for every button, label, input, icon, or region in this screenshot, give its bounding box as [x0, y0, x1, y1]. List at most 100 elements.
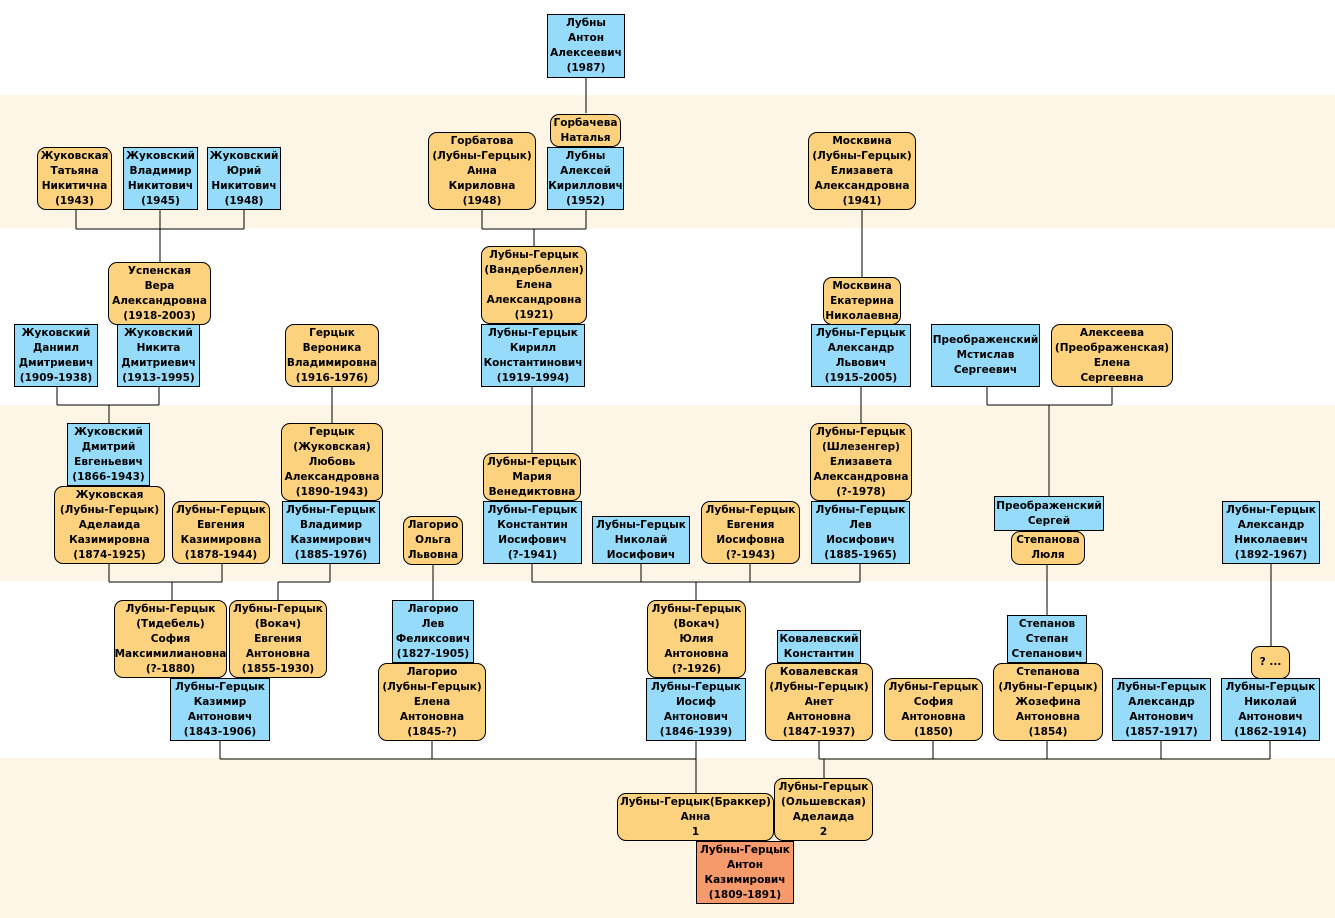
person-name-line: (1857-1917)	[1125, 725, 1198, 738]
person-name-line: Александровна	[813, 470, 909, 483]
person-name-line: Венедиктовна	[488, 485, 576, 498]
person-name-line: Казимирович	[290, 533, 372, 546]
person-name-line: Антон	[568, 32, 604, 44]
person-name-line: Анет	[804, 695, 834, 708]
person-name-line: Жуковский	[21, 326, 91, 339]
person-name-line: Лубны-Герцык	[778, 780, 869, 793]
person-name-line: Аделаида	[792, 810, 855, 823]
person-name-line: Антоновна	[1015, 710, 1081, 723]
person-name-line: Даниил	[32, 341, 80, 354]
person-name-line: Лагорио	[406, 665, 458, 678]
person-name-line: Степанова	[1016, 665, 1080, 678]
person-name-line: Лубны-Герцык	[489, 248, 579, 261]
person-name-line: Ковалевская	[779, 665, 859, 678]
person-name-line: Сергеевич	[953, 364, 1018, 376]
person-name-line: Жозефина	[1015, 695, 1081, 708]
person-name-line: Жуковская	[40, 149, 109, 162]
person-name-line: Антоновна	[664, 647, 729, 660]
person-name-line: (1913-1995)	[122, 371, 195, 384]
person-name-line: Жуковский	[126, 149, 195, 162]
person-name-line: Лубны	[566, 17, 606, 29]
person-name-line: Кирилл	[509, 341, 557, 354]
person-name-line: Жуковский	[74, 425, 143, 438]
person-name-line: Лубны-Герцык	[705, 503, 796, 516]
person-name-line: Лубны-Герцык	[816, 425, 906, 438]
person-name-line: Феликсович	[395, 632, 471, 645]
person-name-line: Татьяна	[50, 164, 99, 177]
person-name-line: ? ...	[1259, 656, 1282, 668]
person-name-line: Иосиф	[675, 695, 716, 708]
person-name-line: Иосифович	[826, 533, 895, 546]
person-name-line: Антонович	[1238, 710, 1303, 723]
person-name-line: (1890-1943)	[295, 485, 369, 498]
person-name-line: Александр	[1237, 518, 1305, 531]
person-name-line: (?-1943)	[725, 548, 776, 561]
person-name-line: Максимилиановна	[114, 647, 227, 660]
person-name-line: Мстислав	[956, 349, 1015, 361]
person-name-line: Александровна	[814, 179, 910, 192]
person-name-line: Лубны-Герцык	[651, 680, 741, 693]
person-name-line: Казимировна	[69, 533, 150, 546]
person-box[interactable]: ? ...	[1251, 646, 1290, 679]
person-name-line: Никитична	[41, 179, 108, 192]
person-name-line: (Лубны-Герцык)	[432, 149, 532, 162]
person-name-line: Антонович	[187, 710, 253, 723]
person-name-line: Алексей	[560, 164, 611, 177]
person-name-line: (Тидебель)	[136, 617, 205, 630]
person-name-line: (Лубны-Герцык)	[998, 680, 1098, 693]
person-name-line: Лагорио	[407, 602, 459, 615]
person-name-line: (Преображенская)	[1054, 341, 1170, 354]
person-name-line: (1952)	[566, 194, 605, 207]
